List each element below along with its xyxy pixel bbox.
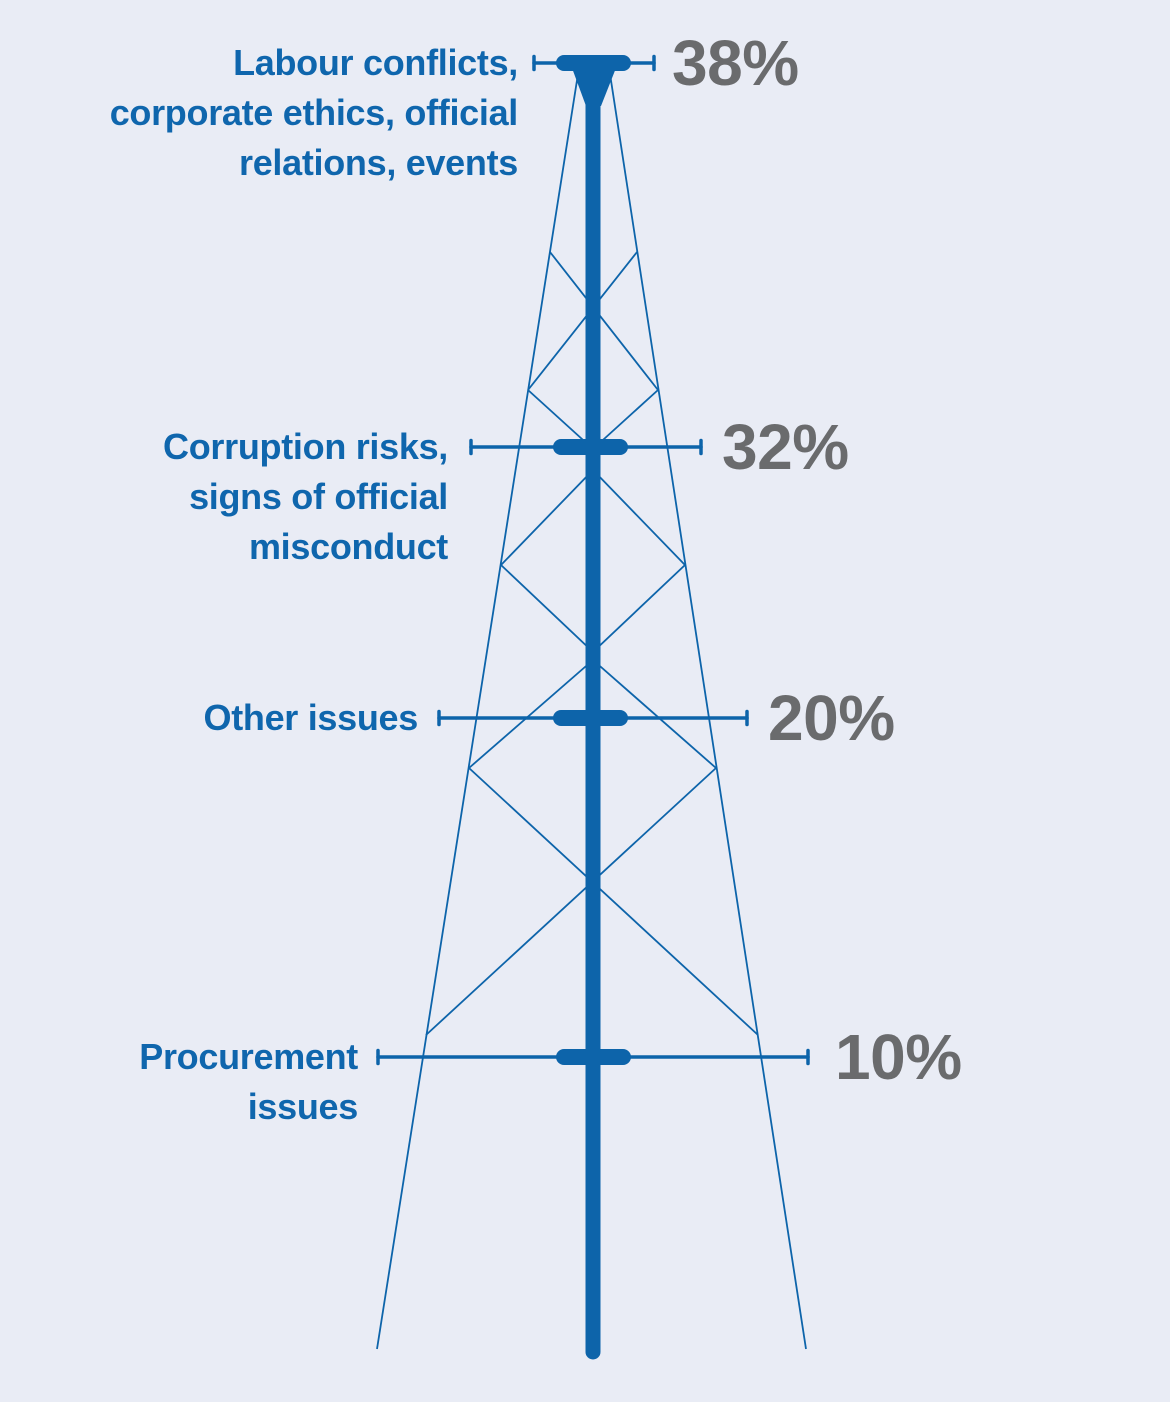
bar-pill-10-percent: [556, 1049, 631, 1065]
value-procurement-issues: 10%: [835, 1021, 962, 1093]
tower-brace-4: [500, 469, 594, 566]
category-label-labour-conflicts: Labour conflicts, corporate ethics, offi…: [109, 42, 519, 183]
tower-brace-6: [500, 564, 594, 653]
tower-leg-right: [609, 73, 807, 1350]
tower-brace-0: [549, 251, 659, 391]
value-labour-conflicts: 38%: [672, 27, 799, 99]
tower-brace-9: [592, 659, 717, 769]
value-corruption-risks: 32%: [722, 411, 849, 483]
category-label-other-issues: Other issues: [203, 697, 419, 738]
tower-brace-7: [592, 564, 686, 653]
bar-pill-32-percent: [553, 439, 628, 455]
value-other-issues: 20%: [768, 682, 895, 754]
tower-leg-left: [376, 73, 579, 1350]
tower-brace-10: [468, 767, 759, 1036]
tower-brace-11: [425, 767, 717, 1036]
bar-pill-20-percent: [553, 710, 628, 726]
category-label-procurement-issues: Procurement issues: [139, 1036, 358, 1127]
category-label-corruption-risks: Corruption risks, signs of official misc…: [163, 426, 448, 567]
bar-pill-38-percent: [556, 55, 631, 71]
tower-brace-8: [468, 659, 594, 769]
tower-brace-1: [527, 251, 638, 391]
tower-brace-5: [592, 469, 686, 566]
